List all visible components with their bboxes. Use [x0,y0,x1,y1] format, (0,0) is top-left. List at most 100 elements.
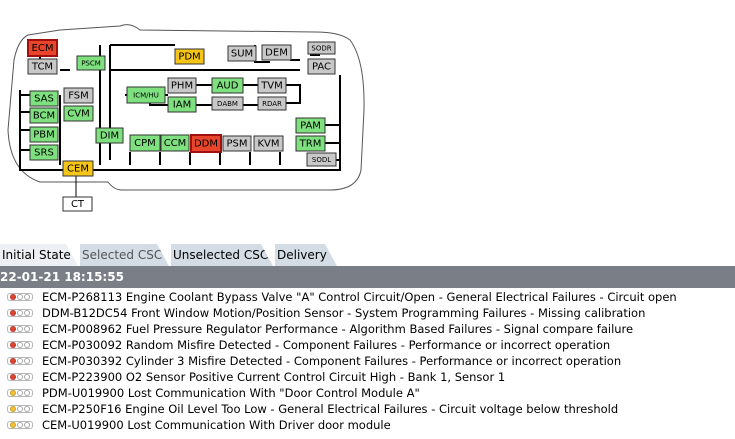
module-pam[interactable]: PAM [295,117,326,134]
module-pdm[interactable]: PDM [174,48,205,65]
module-srs[interactable]: SRS [29,144,59,161]
module-box [306,152,337,167]
module-box [29,107,59,124]
module-trm[interactable]: TRM [295,135,326,152]
severity-indicator-icon [7,389,33,397]
tab-bar: Initial State Selected CSC Unselected CS… [0,244,735,266]
tab-selected-csc[interactable]: Selected CSC [80,244,169,266]
module-sodr[interactable]: SODR [307,41,336,55]
module-ddm[interactable]: DDM [190,134,222,153]
module-box [257,77,287,94]
module-label: BCM [33,111,55,122]
module-rdar[interactable]: RDAR [257,96,287,111]
module-label: FSM [68,91,89,102]
module-box [261,44,292,61]
module-pscm[interactable]: PSCM [76,55,106,71]
module-label: CT [71,199,85,210]
module-aud[interactable]: AUD [211,77,244,94]
dtc-text: ECM-P223900 O2 Sensor Positive Current C… [42,370,506,384]
module-fsm[interactable]: FSM [63,87,94,104]
module-sodl[interactable]: SODL [306,152,337,167]
session-timestamp: 22-01-21 18:15:55 [0,266,735,288]
tab-delivery[interactable]: Delivery [275,244,337,266]
module-box [167,96,197,113]
dtc-row[interactable]: PDM-U019900 Lost Communication With "Doo… [0,385,735,401]
dtc-row[interactable]: DDM-B12DC54 Front Window Motion/Position… [0,305,735,321]
module-phm[interactable]: PHM [167,77,197,94]
dtc-list: ECM-P268113 Engine Coolant Bypass Valve … [0,289,735,433]
module-ct[interactable]: CT [62,196,93,212]
module-label: PDM [178,52,200,63]
module-box [295,117,326,134]
module-iam[interactable]: IAM [167,96,197,113]
dtc-row[interactable]: ECM-P008962 Fuel Pressure Regulator Perf… [0,321,735,337]
severity-indicator-icon [7,309,33,317]
module-label: SRS [34,148,54,159]
module-label: CPM [134,138,156,149]
tab-initial-state[interactable]: Initial State [0,244,78,266]
module-box [62,160,94,177]
module-box [190,134,222,153]
module-label: PAM [300,121,321,132]
module-kvm[interactable]: KVM [253,135,284,152]
dtc-text: ECM-P250F16 Engine Oil Level Too Low - G… [42,402,619,416]
module-dim[interactable]: DIM [95,127,124,144]
module-sum[interactable]: SUM [227,45,257,62]
network-topology-diagram: ECM TCM PSCM PDM SUM DEM SODR PAC SAS FSM ICM/HU PH… [7,24,365,212]
module-sas[interactable]: SAS [29,90,59,107]
dtc-text: ECM-P030092 Random Misfire Detected - Co… [42,338,611,352]
module-bcm[interactable]: BCM [29,107,59,124]
module-box [167,77,197,94]
module-label: TCM [31,62,53,73]
module-label: SODR [311,45,331,53]
module-pbm[interactable]: PBM [29,126,59,143]
module-dabm[interactable]: DABM [211,96,244,111]
module-label: AUD [217,81,239,92]
dtc-row[interactable]: ECM-P030092 Random Misfire Detected - Co… [0,337,735,353]
module-cem[interactable]: CEM [62,160,94,177]
module-label: PBM [33,130,55,141]
dtc-row[interactable]: ECM-P250F16 Engine Oil Level Too Low - G… [0,401,735,417]
module-box [129,134,161,152]
dtc-row[interactable]: CEM-U019900 Lost Communication With Driv… [0,417,735,433]
module-label: ECM [32,43,54,54]
module-box [29,126,59,143]
module-tcm[interactable]: TCM [27,58,58,75]
module-label: PSCM [81,60,101,68]
dtc-text: ECM-P030392 Cylinder 3 Misfire Detected … [42,354,622,368]
dtc-text: ECM-P008962 Fuel Pressure Regulator Perf… [42,322,634,336]
module-label: RDAR [262,100,282,108]
tab-unselected-csc[interactable]: Unselected CSC [171,244,273,266]
module-label: SAS [34,94,54,105]
module-label: PSM [226,139,247,150]
dtc-row[interactable]: ECM-P030392 Cylinder 3 Misfire Detected … [0,353,735,369]
module-ecm[interactable]: ECM [27,39,58,57]
module-label: CEM [67,164,89,175]
module-psm[interactable]: PSM [222,135,252,152]
module-box [295,135,326,152]
module-ccm[interactable]: CCM [160,134,190,152]
module-pac[interactable]: PAC [307,58,336,75]
module-box [257,96,287,111]
module-label: SODL [312,156,331,164]
module-label: DEM [265,48,288,59]
severity-indicator-icon [7,421,33,429]
module-cpm[interactable]: CPM [129,134,161,152]
module-tvm[interactable]: TVM [257,77,287,94]
module-box [29,144,59,161]
severity-indicator-icon [7,325,33,333]
module-box [126,86,166,104]
dtc-text: DDM-B12DC54 Front Window Motion/Position… [42,306,646,320]
module-label: CVM [67,109,89,120]
dtc-row[interactable]: ECM-P268113 Engine Coolant Bypass Valve … [0,289,735,305]
module-dem[interactable]: DEM [261,44,292,61]
dtc-row[interactable]: ECM-P223900 O2 Sensor Positive Current C… [0,369,735,385]
module-icm[interactable]: ICM/HU [126,86,166,104]
module-label: ICM/HU [133,92,159,100]
module-box [76,55,106,71]
module-box [174,48,205,65]
module-cvm[interactable]: CVM [63,105,94,122]
module-box [63,87,94,104]
module-label: DIM [100,131,119,142]
severity-indicator-icon [7,405,33,413]
